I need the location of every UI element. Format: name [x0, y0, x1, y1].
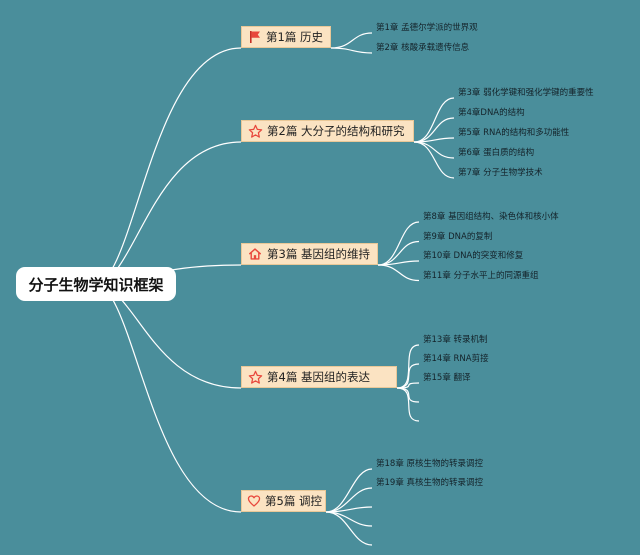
part-to-chapter-line: [325, 506, 373, 513]
part-label: 第4篇 基因组的表达: [267, 370, 370, 384]
chapter-label[interactable]: 第10章 DNA的突变和修复: [423, 251, 524, 261]
part-label: 第3篇 基因组的维持: [267, 247, 370, 261]
part-node-2[interactable]: 第2篇 大分子的结构和研究: [241, 120, 414, 142]
part-to-chapter-line: [330, 47, 373, 54]
part-to-chapter-line: [413, 141, 455, 159]
chapter-label[interactable]: 第19章 真核生物的转录调控: [376, 478, 484, 488]
heart-outline-icon: [247, 493, 261, 509]
part-to-chapter-line: [325, 468, 373, 513]
star-outline-icon: [247, 123, 263, 139]
root-to-part-line: [94, 141, 242, 285]
chapter-label[interactable]: 第18章 原核生物的转录调控: [376, 459, 484, 469]
chapter-label[interactable]: 第3章 弱化学键和强化学键的重要性: [458, 88, 594, 98]
chapter-label[interactable]: 第11章 分子水平上的同源重组: [423, 270, 539, 281]
chapter-label[interactable]: 第6章 蛋白质的结构: [458, 148, 535, 158]
chapter-label[interactable]: 第14章 RNA剪接: [423, 354, 489, 364]
part-to-chapter-line: [377, 221, 420, 266]
part-to-chapter-line: [413, 141, 455, 179]
part-node-3[interactable]: 第3篇 基因组的维持: [241, 243, 378, 265]
chapter-label[interactable]: 第5章 RNA的结构和多功能性: [458, 128, 570, 138]
red-flag-icon: [247, 29, 262, 45]
part-to-chapter-line: [377, 260, 420, 266]
chapter-label[interactable]: 第8章 基因组结构、染色体和核小体: [423, 212, 559, 222]
part-to-chapter-line: [396, 387, 420, 422]
chapter-label[interactable]: 第1章 孟德尔学派的世界观: [376, 23, 478, 33]
part-to-chapter-line: [413, 137, 455, 143]
part-label: 第5篇 调控: [265, 494, 322, 508]
root-to-part-line: [94, 283, 242, 513]
root-node[interactable]: 分子生物学知识框架: [16, 267, 176, 301]
chapter-label[interactable]: 第9章 DNA的复制: [423, 231, 493, 242]
part-to-chapter-line: [377, 264, 420, 282]
part-to-chapter-line: [325, 511, 373, 546]
part-to-chapter-line: [330, 32, 373, 49]
star-outline-icon: [247, 369, 263, 385]
root-to-part-line: [94, 47, 242, 285]
chapter-label[interactable]: 第15章 翻译: [423, 373, 471, 383]
chapter-label[interactable]: 第2章 核酸承载遗传信息: [376, 43, 470, 53]
chapter-label[interactable]: 第4章DNA的结构: [458, 108, 525, 118]
part-to-chapter-line: [413, 97, 455, 143]
part-node-4[interactable]: 第4篇 基因组的表达: [241, 366, 397, 388]
part-node-1[interactable]: 第1篇 历史: [241, 26, 331, 48]
chapter-label[interactable]: 第7章 分子生物学技术: [458, 168, 543, 178]
part-label: 第2篇 大分子的结构和研究: [267, 124, 405, 138]
part-node-5[interactable]: 第5篇 调控: [241, 490, 326, 512]
chapter-label[interactable]: 第13章 转录机制: [423, 335, 488, 345]
part-label: 第1篇 历史: [266, 30, 323, 44]
part-to-chapter-line: [325, 511, 373, 527]
home-icon: [247, 246, 263, 262]
